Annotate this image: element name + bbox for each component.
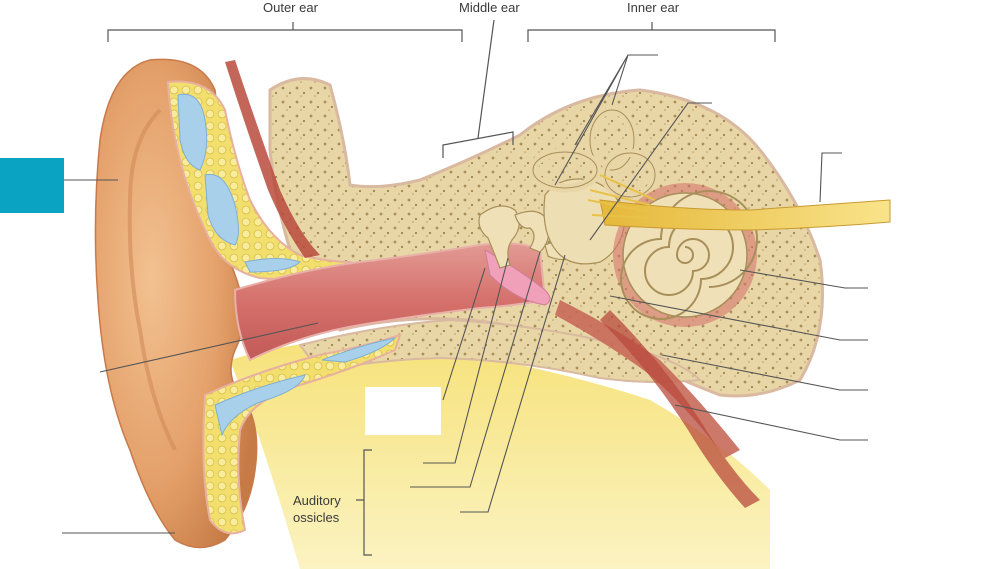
middle-ear-label: Middle ear bbox=[459, 0, 520, 15]
ossicles-bracket bbox=[356, 449, 372, 556]
semicircular-canal-1-inner bbox=[589, 109, 635, 171]
external-auditory-canal bbox=[233, 242, 547, 362]
semicircular-canal-2-inner bbox=[532, 151, 598, 189]
outer-ear-label: Outer ear bbox=[263, 0, 318, 15]
middle-ear-bracket bbox=[442, 19, 514, 158]
answer-box-blank bbox=[365, 387, 441, 435]
answer-box-filled bbox=[0, 158, 64, 213]
outer-ear-bracket bbox=[107, 22, 463, 42]
lower-cartilage-plate-2 bbox=[321, 337, 397, 363]
lower-muscle bbox=[600, 310, 760, 508]
upper-muscle bbox=[225, 60, 320, 258]
upper-cartilage-plate-1 bbox=[177, 93, 208, 171]
lower-cartilage-plate-1 bbox=[214, 374, 306, 437]
ossicles-label-line2: ossicles bbox=[293, 510, 340, 525]
ossicles-label-line1: Auditory bbox=[293, 493, 341, 508]
semicircular-canal-3-inner bbox=[604, 152, 656, 198]
malleus bbox=[478, 205, 520, 269]
vestibulocochlear-nerve bbox=[599, 199, 891, 231]
leader-lines bbox=[62, 54, 868, 534]
upper-cartilage-plate-2 bbox=[204, 173, 239, 246]
inner-ear-bracket bbox=[527, 22, 776, 42]
auditory-ossicles-label: Auditory ossicles bbox=[293, 492, 341, 526]
upper-cartilage-plate-3 bbox=[244, 258, 301, 273]
auricle-fold bbox=[127, 108, 177, 451]
inner-ear-label: Inner ear bbox=[627, 0, 680, 15]
incus bbox=[514, 210, 550, 253]
